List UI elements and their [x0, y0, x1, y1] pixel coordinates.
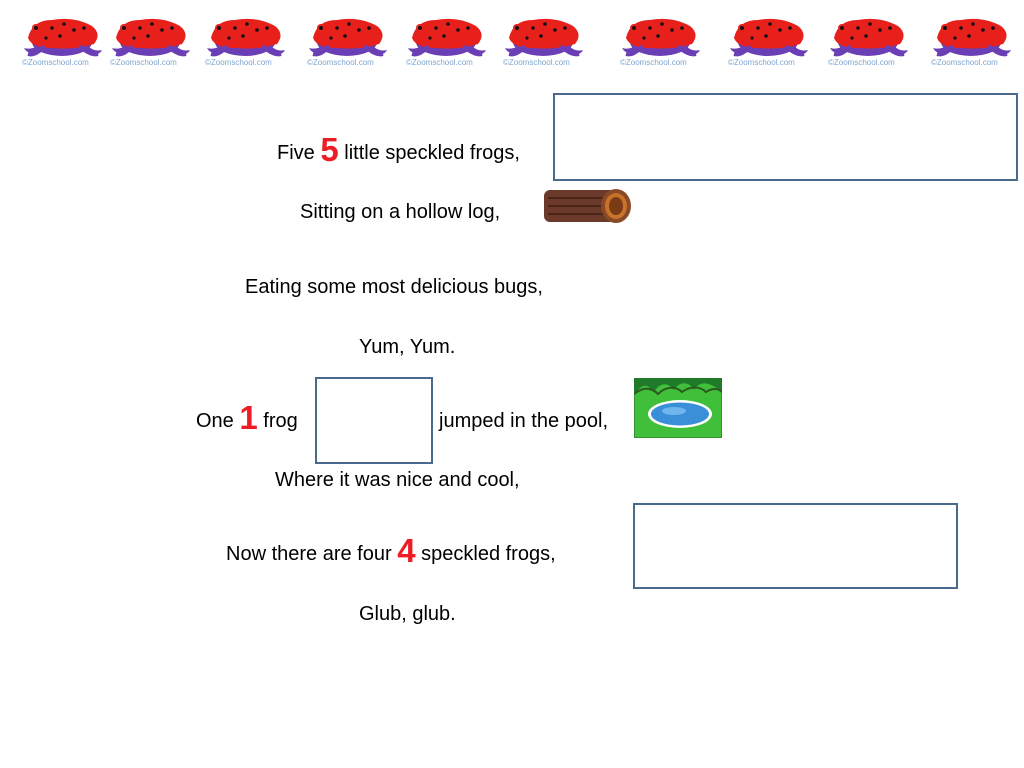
- verse-line-4: Yum, Yum.: [359, 336, 456, 358]
- frog-icon: ©Zoomschool.com: [22, 12, 104, 74]
- verse-line-2: Sitting on a hollow log,: [300, 201, 501, 223]
- number-five: 5: [320, 131, 339, 168]
- frog-watermark: ©Zoomschool.com: [205, 58, 272, 67]
- frog-watermark: ©Zoomschool.com: [931, 58, 998, 67]
- verse-line-5-before: One: [196, 410, 234, 432]
- frog-icon: ©Zoomschool.com: [307, 12, 389, 74]
- answer-box-1[interactable]: [553, 93, 1018, 181]
- verse-line-5-middle: frog: [263, 410, 298, 432]
- frog-watermark: ©Zoomschool.com: [307, 58, 374, 67]
- frog-icon: ©Zoomschool.com: [110, 12, 192, 74]
- frog-icon: ©Zoomschool.com: [503, 12, 585, 74]
- pool-icon: [633, 377, 723, 439]
- frog-watermark: ©Zoomschool.com: [828, 58, 895, 67]
- verse-line-3: Eating some most delicious bugs,: [245, 276, 543, 298]
- verse-line-1-after: little speckled frogs,: [344, 142, 520, 164]
- verse-line-6: Where it was nice and cool,: [275, 469, 520, 491]
- frog-watermark: ©Zoomschool.com: [503, 58, 570, 67]
- frog-watermark: ©Zoomschool.com: [406, 58, 473, 67]
- verse-line-1: Five 5 little speckled frogs,: [277, 131, 520, 169]
- frog-icon: ©Zoomschool.com: [205, 12, 287, 74]
- hollow-log-icon: [540, 186, 634, 226]
- verse-line-7-after: speckled frogs,: [421, 543, 556, 565]
- answer-box-2[interactable]: [315, 377, 433, 464]
- answer-box-3[interactable]: [633, 503, 958, 589]
- frog-icon: ©Zoomschool.com: [728, 12, 810, 74]
- number-one: 1: [239, 399, 258, 436]
- verse-line-7: Now there are four 4 speckled frogs,: [226, 532, 556, 570]
- verse-line-1-before: Five: [277, 142, 315, 164]
- frog-watermark: ©Zoomschool.com: [728, 58, 795, 67]
- number-four: 4: [397, 532, 416, 569]
- frog-icon: ©Zoomschool.com: [931, 12, 1013, 74]
- frog-icon: ©Zoomschool.com: [406, 12, 488, 74]
- verse-line-7-before: Now there are four: [226, 543, 392, 565]
- frog-watermark: ©Zoomschool.com: [110, 58, 177, 67]
- frog-icon: ©Zoomschool.com: [828, 12, 910, 74]
- frog-watermark: ©Zoomschool.com: [22, 58, 89, 67]
- verse-line-5-after: jumped in the pool,: [439, 410, 609, 432]
- frog-watermark: ©Zoomschool.com: [620, 58, 687, 67]
- verse-line-5: One 1 frog: [196, 399, 298, 437]
- frog-icon: ©Zoomschool.com: [620, 12, 702, 74]
- verse-line-8: Glub, glub.: [359, 603, 456, 625]
